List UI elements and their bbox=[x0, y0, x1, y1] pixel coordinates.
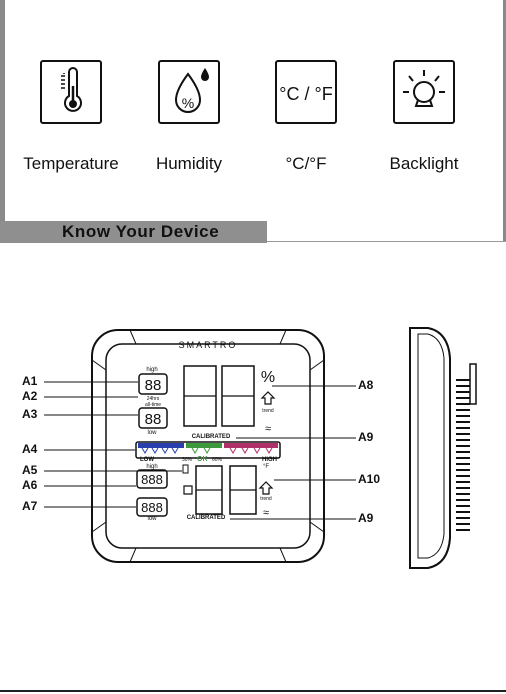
zone-60-label: 60% bbox=[212, 457, 223, 463]
callout-a5: A5 bbox=[22, 463, 37, 477]
callout-a3: A3 bbox=[22, 407, 37, 421]
label-low-top: low bbox=[147, 430, 157, 436]
svg-text:888: 888 bbox=[141, 472, 163, 487]
callout-a9-top: A9 bbox=[358, 430, 373, 444]
callout-a6: A6 bbox=[22, 478, 37, 492]
label-high-bottom: high bbox=[146, 464, 157, 470]
svg-text:888: 888 bbox=[141, 500, 163, 515]
callout-a1: A1 bbox=[22, 374, 37, 388]
icon-label-humidity: Humidity bbox=[134, 154, 244, 174]
thermometer-icon bbox=[42, 62, 100, 122]
callout-a10: A10 bbox=[358, 472, 380, 486]
svg-text:≈: ≈ bbox=[263, 507, 269, 519]
svg-text:≈: ≈ bbox=[265, 423, 271, 435]
callout-a4: A4 bbox=[22, 442, 37, 456]
icon-label-temperature: Temperature bbox=[16, 154, 126, 174]
bulb-icon bbox=[395, 62, 453, 122]
label-high-top: high bbox=[146, 367, 157, 373]
section-title: Know Your Device bbox=[62, 221, 219, 243]
callout-a8: A8 bbox=[358, 378, 373, 392]
calibrated-top: CALIBRATED bbox=[192, 434, 231, 440]
zone-30-label: 30% bbox=[182, 457, 193, 463]
callout-a7: A7 bbox=[22, 499, 37, 513]
unit-toggle-icon: °C / °F bbox=[277, 62, 335, 122]
icon-label-unit: °C/°F bbox=[251, 154, 361, 174]
frame-left-border bbox=[0, 0, 5, 230]
percent-glyph: % bbox=[261, 369, 275, 386]
humidity-icon-box: % bbox=[158, 60, 220, 124]
side-vent-grille bbox=[456, 380, 470, 530]
trend-label-top: trend bbox=[262, 408, 274, 414]
unit-toggle-icon-box: °C / °F bbox=[275, 60, 337, 124]
humidity-drop-icon: % bbox=[160, 62, 218, 122]
svg-text:88: 88 bbox=[145, 377, 162, 394]
device-diagram: SMARTRO high 88 24hrs all-time 88 low % … bbox=[0, 320, 506, 680]
callout-a9-bottom: A9 bbox=[358, 511, 373, 525]
zone-low-label: LOW bbox=[140, 457, 154, 463]
svg-text:88: 88 bbox=[145, 411, 162, 428]
zone-high-label: HIGH bbox=[262, 457, 277, 463]
page-bottom-rule bbox=[0, 690, 506, 692]
trend-label-bottom: trend bbox=[260, 496, 272, 502]
zone-ok-label: OK bbox=[197, 456, 208, 463]
brand-logo: SMARTRO bbox=[179, 340, 238, 350]
svg-text:%: % bbox=[182, 95, 194, 111]
bulb-icon-box bbox=[393, 60, 455, 124]
thermometer-icon-box bbox=[40, 60, 102, 124]
unit-f-label: °F bbox=[263, 464, 269, 470]
icon-label-backlight: Backlight bbox=[369, 154, 479, 174]
callout-a2: A2 bbox=[22, 389, 37, 403]
unit-toggle-glyph: °C / °F bbox=[279, 84, 332, 104]
calibrated-bottom: CALIBRATED bbox=[187, 515, 226, 521]
svg-text:all-time: all-time bbox=[145, 402, 161, 408]
label-low-bottom: low bbox=[147, 516, 157, 522]
